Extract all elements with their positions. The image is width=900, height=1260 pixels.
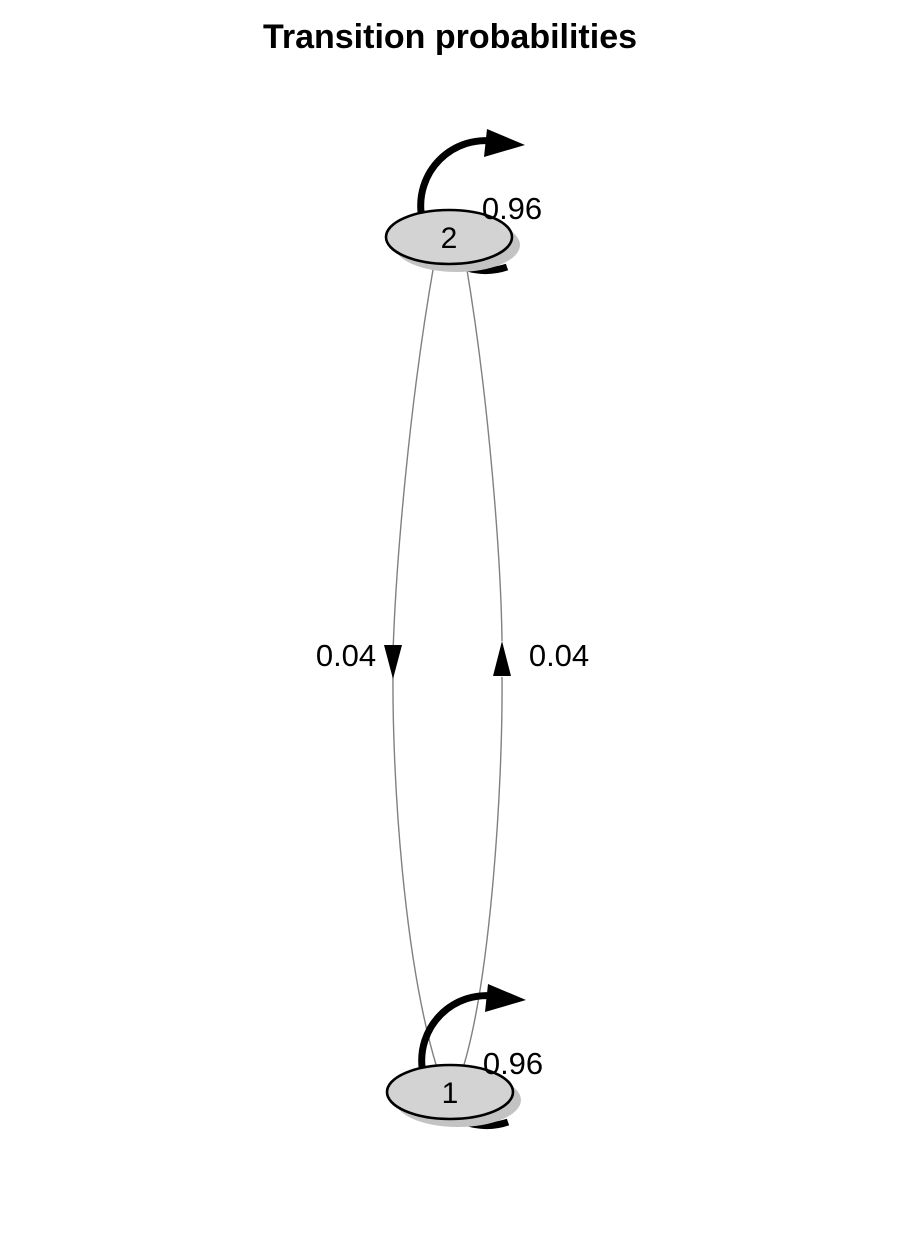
- self-loop-node-1-arrowhead-icon: [485, 984, 526, 1012]
- page-title: Transition probabilities: [263, 18, 637, 56]
- node-1[interactable]: 1: [385, 1063, 521, 1127]
- transition-edge-2-to-1-path-upper: [392, 263, 435, 654]
- transition-edge-1-to-2-label: 0.04: [529, 638, 589, 673]
- transition-edge-2-to-1-path-lower: [392, 669, 438, 1069]
- node-2-label: 2: [441, 222, 458, 255]
- self-loop-node-1-label: 0.96: [483, 1046, 543, 1081]
- transition-edge-2-to-1-label: 0.04: [316, 638, 376, 673]
- node-2[interactable]: 2: [384, 208, 520, 272]
- node-1-ellipse[interactable]: [385, 1063, 515, 1121]
- transition-edge-2-to-1: 0.04: [316, 263, 438, 1069]
- node-1-label: 1: [442, 1077, 459, 1110]
- arrowhead-down-icon: [384, 645, 402, 679]
- self-loop-node-2-arrowhead-icon: [484, 129, 525, 157]
- transition-edge-1-to-2-path-upper: [465, 263, 503, 642]
- transition-edge-1-to-2: 0.04: [462, 263, 589, 1069]
- arrowhead-up-icon: [493, 641, 511, 676]
- node-2-ellipse[interactable]: [384, 208, 514, 266]
- transition-edge-1-to-2-path-lower: [462, 676, 503, 1069]
- self-loop-node-2-label: 0.96: [482, 191, 542, 226]
